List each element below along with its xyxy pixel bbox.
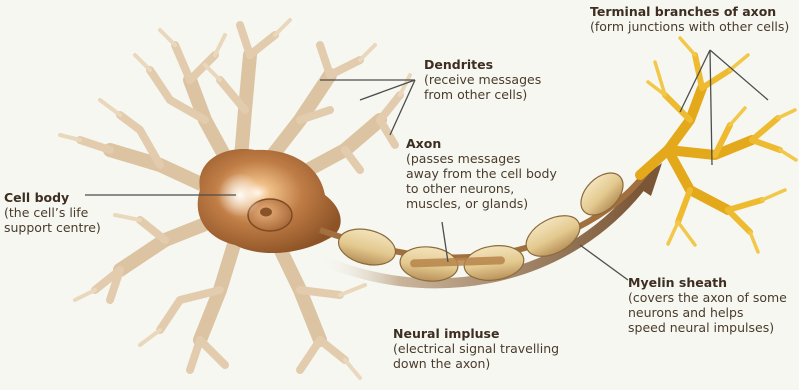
label-title: Terminal branches of axon <box>590 4 789 19</box>
label-line: (receive messages <box>424 72 541 87</box>
label-terminal-branches: Terminal branches of axon (form junction… <box>590 4 789 34</box>
label-title: Dendrites <box>424 57 541 72</box>
label-myelin-sheath: Myelin sheath (covers the axon of some n… <box>628 275 787 335</box>
label-title: Neural impluse <box>393 326 559 341</box>
label-title: Cell body <box>4 190 101 205</box>
label-line: speed neural impulses) <box>628 320 787 335</box>
terminal-branches <box>640 38 796 252</box>
nucleolus <box>260 208 272 217</box>
label-line: neurons and helps <box>628 305 787 320</box>
label-line: from other cells) <box>424 87 541 102</box>
label-line: (covers the axon of some <box>628 290 787 305</box>
label-line: support centre) <box>4 220 101 235</box>
label-neural-impulse: Neural impluse (electrical signal travel… <box>393 326 559 371</box>
leader-myelin <box>580 245 628 280</box>
label-line: muscles, or glands) <box>406 196 557 211</box>
label-axon: Axon (passes messages away from the cell… <box>406 136 557 211</box>
label-dendrites: Dendrites (receive messages from other c… <box>424 57 541 102</box>
label-line: (form junctions with other cells) <box>590 19 789 34</box>
label-line: (electrical signal travelling <box>393 341 559 356</box>
label-line: to other neurons, <box>406 181 557 196</box>
label-cell-body: Cell body (the cell’s life support centr… <box>4 190 101 235</box>
label-title: Axon <box>406 136 557 151</box>
label-line: (the cell’s life <box>4 205 101 220</box>
label-line: (passes messages <box>406 151 557 166</box>
label-title: Myelin sheath <box>628 275 787 290</box>
label-line: away from the cell body <box>406 166 557 181</box>
label-line: down the axon) <box>393 356 559 371</box>
